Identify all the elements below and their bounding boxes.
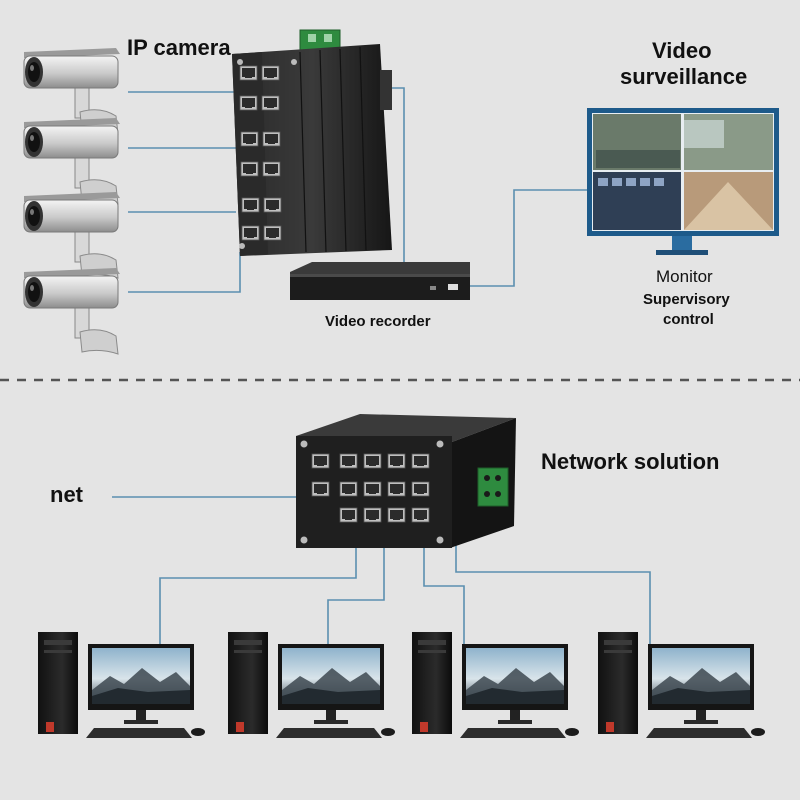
ip-camera-label: IP camera	[127, 35, 231, 60]
computer-1	[38, 632, 205, 738]
monitor-label: Monitor	[656, 267, 713, 286]
camera-cables	[128, 87, 592, 293]
computer-4	[598, 632, 765, 738]
supervisory-control-line2: control	[663, 311, 714, 328]
supervisory-control-line1: Supervisory	[643, 291, 730, 308]
computer-2	[228, 632, 395, 738]
video-recorder-label: Video recorder	[325, 313, 431, 330]
ip-camera-3	[23, 191, 121, 279]
computer-3	[412, 632, 579, 738]
network-cables	[112, 496, 651, 644]
top-switch	[232, 29, 392, 256]
bottom-switch	[296, 414, 516, 548]
video-recorder	[290, 262, 470, 300]
ip-camera-2	[23, 117, 121, 205]
net-label: net	[50, 482, 83, 507]
surveillance-monitor	[587, 108, 779, 255]
terminal-block	[477, 467, 509, 507]
ip-camera-4	[23, 267, 121, 355]
terminal-block	[299, 29, 341, 51]
video-surveillance-title-line1: Video	[652, 38, 712, 63]
network-solution-label: Network solution	[541, 449, 720, 474]
video-surveillance-title-line2: surveillance	[620, 64, 748, 89]
